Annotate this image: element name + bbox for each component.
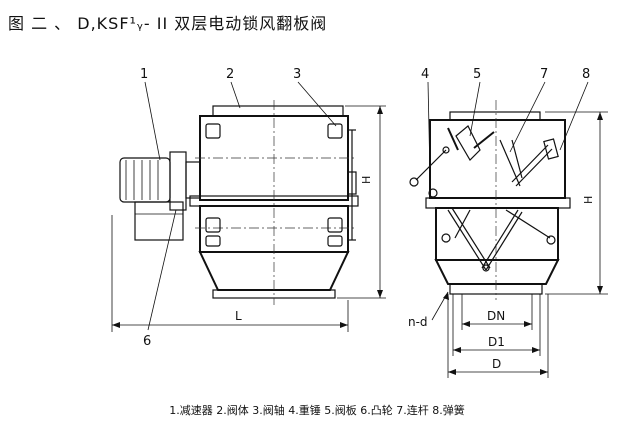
parts-legend: 1.减速器 2.阀体 3.阀轴 4.重锤 5.阀板 6.凸轮 7.连杆 8.弹簧 <box>169 404 465 417</box>
callout-3: 3 <box>293 67 301 82</box>
callout-8: 8 <box>582 67 590 82</box>
dim-L: L <box>235 309 242 323</box>
lower-link-b <box>481 209 519 269</box>
dim-H-left: H <box>360 176 373 184</box>
callout-7: 7 <box>540 67 548 82</box>
reducer-motor-assembly <box>119 151 201 241</box>
motor <box>119 157 171 203</box>
lower-link-a <box>447 209 487 271</box>
dim-nd: n-d <box>408 315 428 329</box>
dim-H-right: H <box>582 196 595 204</box>
dim-D1: D1 <box>488 335 505 349</box>
spring-housing <box>543 138 559 160</box>
callout-6: 6 <box>143 334 151 349</box>
upper-flap-plate <box>447 127 459 151</box>
spring <box>347 171 357 195</box>
dim-DN: DN <box>487 309 505 323</box>
reducer <box>169 151 187 211</box>
side-hopper <box>434 259 560 285</box>
side-middle-flange <box>425 197 571 209</box>
counterweight <box>409 177 419 187</box>
counterweight-arm <box>415 149 447 181</box>
callout-1: 1 <box>140 67 148 82</box>
callout-2: 2 <box>226 67 234 82</box>
connecting-rod <box>511 144 549 183</box>
base-frame <box>134 201 184 241</box>
callout-4: 4 <box>421 67 429 82</box>
front-view: 1 2 3 6 L H <box>111 67 386 349</box>
side-view: 4 5 7 8 n-d H DN D1 D <box>408 67 608 378</box>
drawing-title: 图 二 、 D,KSF¹ᵧ- II 双层电动锁风翻板阀 <box>8 14 328 33</box>
callout-5: 5 <box>473 67 481 82</box>
dim-D: D <box>492 357 501 371</box>
bearing-blocks <box>205 123 343 247</box>
coupling <box>185 161 201 199</box>
